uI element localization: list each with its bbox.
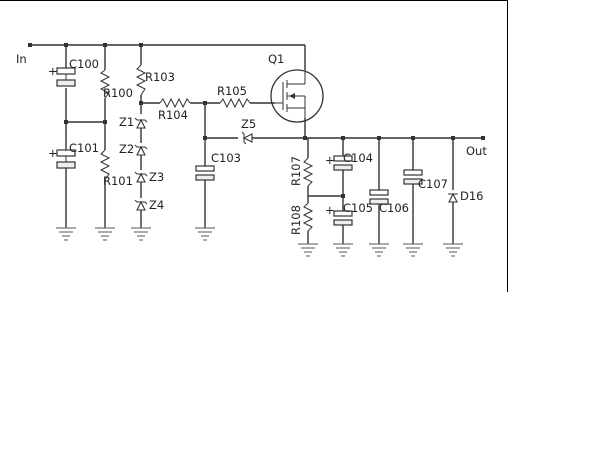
resistor-r100 [99,69,111,99]
ground-symbol [298,243,318,257]
r101-label: R101 [103,174,133,188]
c100-label: C100 [69,57,99,71]
z4-label: Z4 [149,198,164,212]
zener-z2 [134,144,148,156]
ground-symbol [95,227,115,241]
capacitor-c107 [403,169,423,185]
d16-label: D16 [460,189,484,203]
r103-label: R103 [145,70,175,84]
resistor-r101 [99,149,111,181]
r105-label: R105 [217,84,247,98]
resistors [99,64,314,232]
capacitor-c103 [195,165,215,181]
r107-label: R107 [289,156,303,186]
zener-z5 [241,131,253,145]
ground-symbol [195,227,215,241]
resistor-r104 [159,97,191,109]
capacitor-c105 [333,210,353,226]
junction-dots [28,43,485,198]
capacitor-c104 [333,155,353,171]
c106-label: C106 [379,201,409,215]
zener-diodes [134,117,253,211]
capacitor-c100 [56,67,76,87]
input-label: In [16,52,27,66]
c105-label: C105 [343,201,373,215]
resistor-r103 [135,64,147,96]
z3-label: Z3 [149,170,164,184]
resistor-r108 [302,202,314,232]
zener-z4 [134,199,148,211]
transistor-q1 [270,69,324,123]
capacitor-c101 [56,149,76,169]
q1-label: Q1 [268,52,284,66]
z5-label: Z5 [241,117,256,131]
resistor-r107 [302,157,314,187]
ground-symbols [56,227,463,257]
c104-label: C104 [343,151,373,165]
c103-label: C103 [211,151,241,165]
ground-symbol [369,243,389,257]
output-label: Out [466,144,487,158]
c107-label: C107 [418,177,448,191]
ground-symbol [131,227,151,241]
ground-symbol [56,227,76,241]
c100-plus-sign: + [48,64,58,78]
z2-label: Z2 [119,142,134,156]
r104-label: R104 [158,108,188,122]
c101-plus-sign: + [48,146,58,160]
diode-d16 [448,192,458,203]
c105-plus-sign: + [325,203,335,217]
ground-symbol [443,243,463,257]
c104-plus-sign: + [325,153,335,167]
ground-symbol [333,243,353,257]
capacitor-c106 [369,189,389,205]
capacitors [56,67,423,226]
z1-label: Z1 [119,115,134,129]
resistor-r105 [219,97,251,109]
zener-z1 [134,117,148,129]
c101-label: C101 [69,141,99,155]
zener-z3 [134,171,148,183]
r100-label: R100 [103,86,133,100]
ground-symbol [403,243,423,257]
labels: In Out Q1 C100 C101 C103 C104 C105 C106 … [16,52,487,235]
r108-label: R108 [289,205,303,235]
